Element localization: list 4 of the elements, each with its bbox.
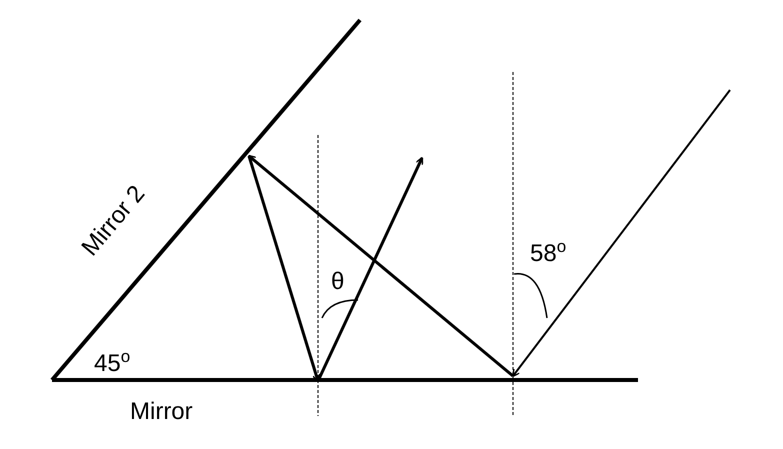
angle-symbol: θ bbox=[331, 270, 344, 294]
angle-label: 58$^{o}$ bbox=[530, 238, 566, 266]
mirror-label: Mirror bbox=[130, 400, 193, 424]
angle-label: 45$^{o}$ bbox=[94, 348, 130, 376]
